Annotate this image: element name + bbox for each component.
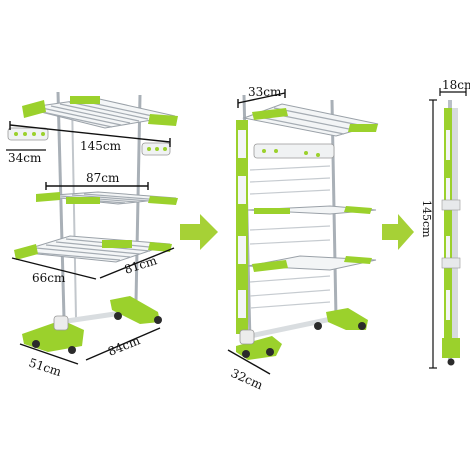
middle-shelf: 87cm (36, 171, 178, 205)
wing-left (7, 127, 49, 141)
folded-width-label: 18cm (442, 78, 470, 92)
half-top-label: 33cm (248, 85, 282, 99)
wing-label: 34cm (8, 151, 42, 165)
base-depth-label: 51cm (27, 356, 64, 380)
open-width-label: 145cm (80, 139, 122, 153)
half-folded-rack: 33cm (227, 85, 379, 393)
arrow-right-icon (180, 214, 218, 250)
arrow-right-icon (382, 214, 414, 250)
folded-rack: 18cm 145cm (420, 78, 470, 369)
folded-height-label: 145cm (420, 200, 433, 238)
open-base (22, 296, 162, 354)
wing-right (141, 142, 171, 156)
open-rack: 145cm 34cm 87cm (6, 91, 178, 380)
bottom-shelf (14, 235, 172, 263)
shelf-middle-label: 87cm (86, 171, 120, 185)
base-length-label: 84cm (106, 333, 143, 359)
shelf-depth-label: 66cm (32, 271, 66, 285)
half-base-label: 32cm (229, 366, 266, 393)
top-shelf (22, 96, 178, 129)
